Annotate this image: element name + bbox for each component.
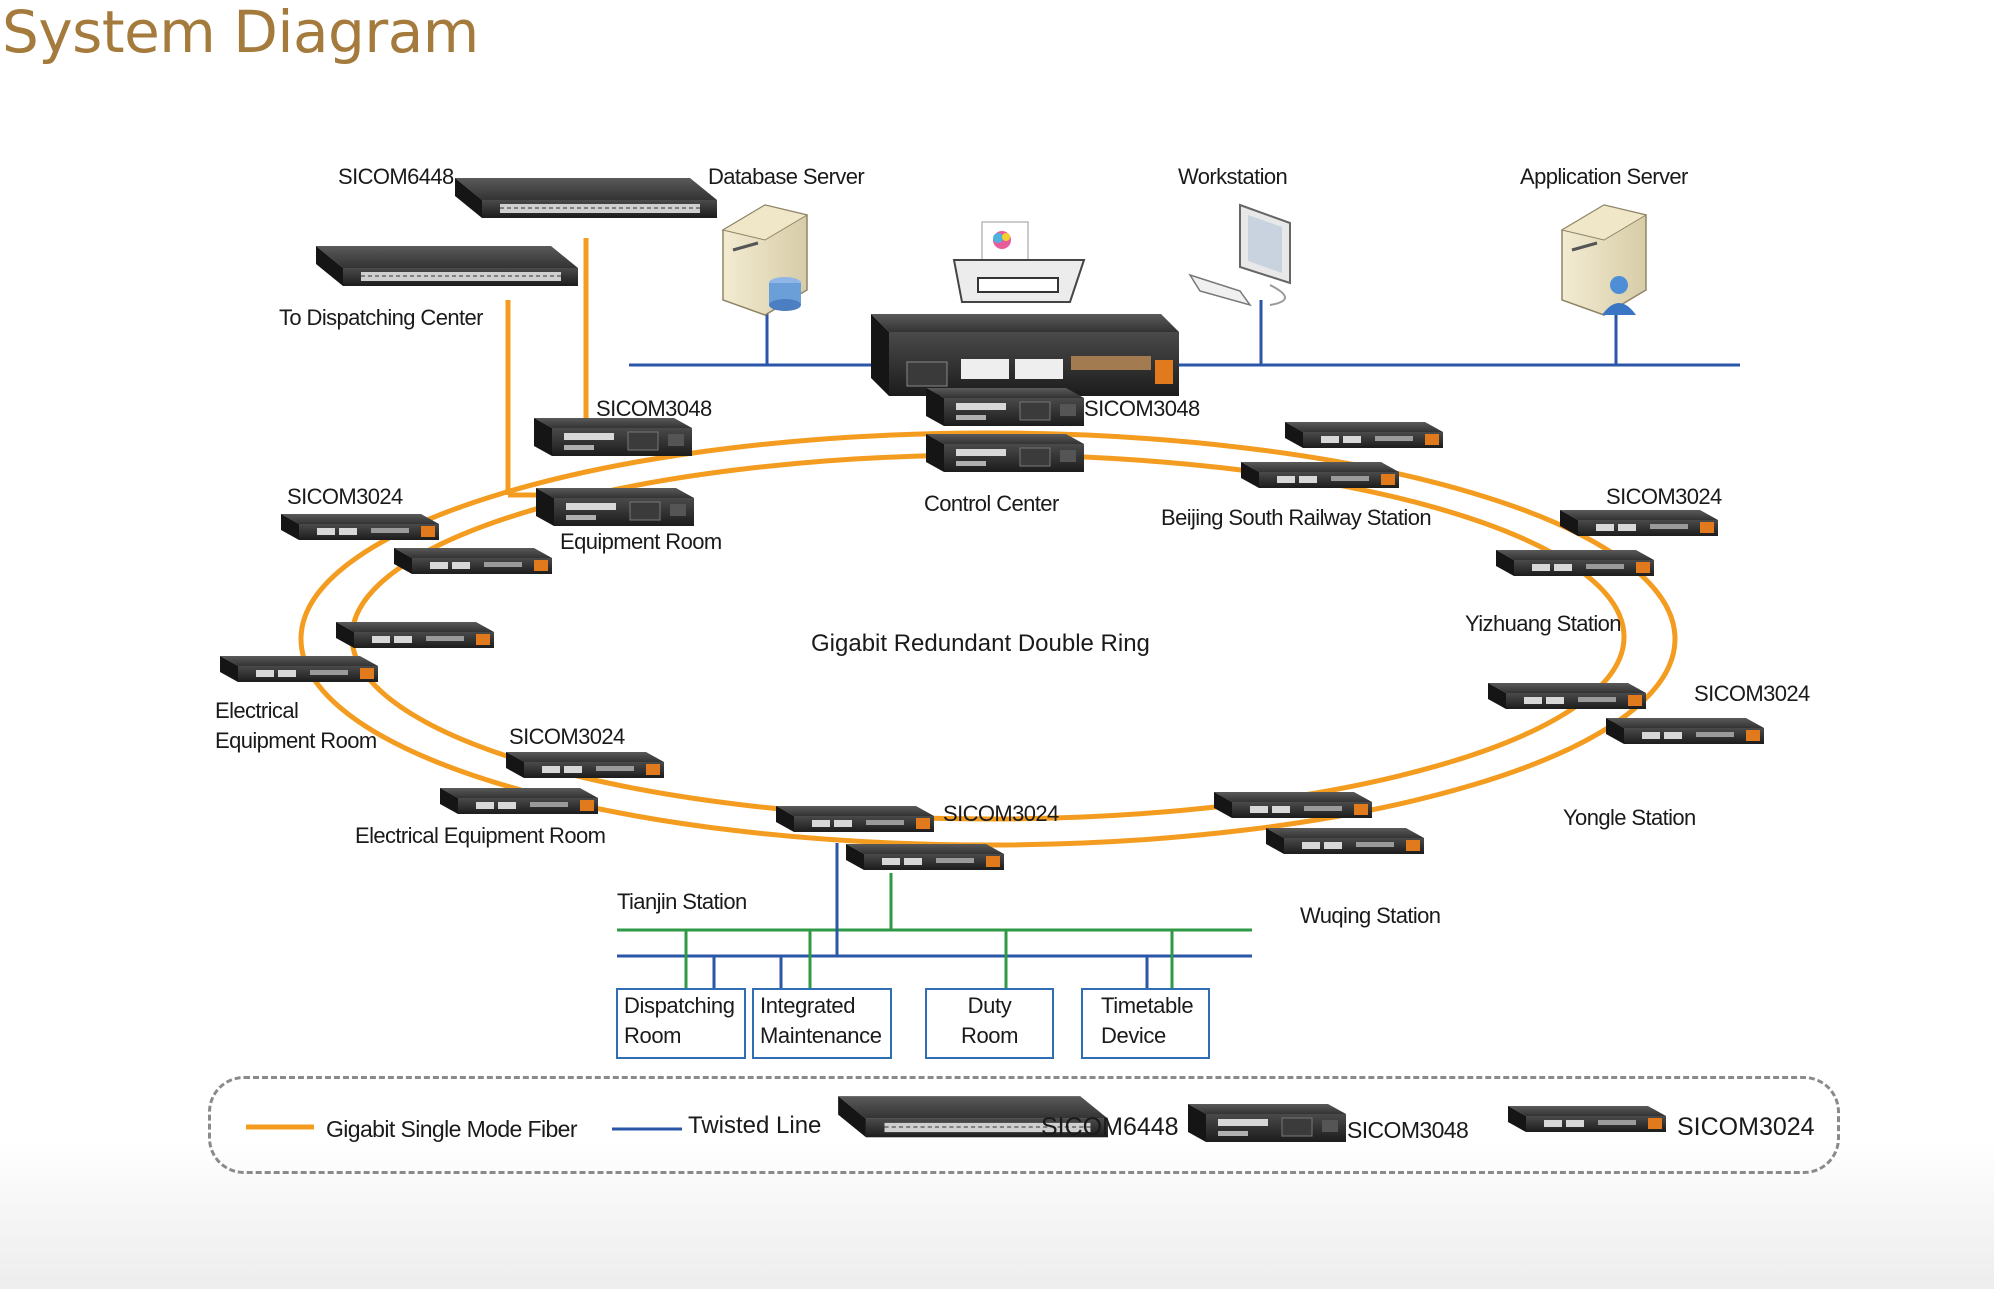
label-wuqing-station: Wuqing Station: [1300, 903, 1441, 928]
sicom3024-yongle-2: [1606, 718, 1764, 744]
printer-icon: [952, 221, 1086, 303]
sicom3024-electrical-equipment-1: [336, 622, 494, 648]
label-sicom3024-right-mid: SICOM3024: [1694, 681, 1810, 706]
sicom3048-equipment-room-2: [535, 487, 695, 527]
dispatching-room-box: Dispatching Room: [616, 988, 746, 1059]
duty-room-box: Duty Room: [925, 988, 1054, 1059]
sicom3024-yizhuang-1: [1560, 510, 1718, 536]
integrated-maintenance-line1: Integrated: [760, 993, 856, 1018]
label-beijing-south: Beijing South Railway Station: [1161, 505, 1432, 530]
sicom3024-wuqing-2: [1266, 828, 1424, 854]
control-center-lan: [629, 300, 1740, 405]
label-sicom3024-left: SICOM3024: [287, 484, 403, 509]
sicom6448-switch-1: [454, 177, 718, 219]
label-control-center: Control Center: [924, 491, 1059, 516]
sicom6448-switch-2: [315, 245, 579, 287]
label-sicom6448: SICOM6448: [338, 164, 454, 189]
legend-sicom3048-label: SICOM3048: [1347, 1117, 1469, 1143]
sicom3048-control-center-2: [925, 433, 1085, 473]
page-title: System Diagram: [2, 0, 479, 66]
dispatching-room-line2: Room: [624, 1023, 682, 1048]
sicom3024-left-2: [394, 548, 552, 574]
label-application-server: Application Server: [1520, 164, 1688, 189]
sicom3048-control-center-1: [925, 387, 1085, 427]
legend-fiber-label: Gigabit Single Mode Fiber: [326, 1116, 578, 1142]
sicom3024-wuqing-1: [1214, 792, 1372, 818]
dispatching-room-line1: Dispatching: [624, 993, 735, 1018]
integrated-maintenance-box: Integrated Maintenance: [752, 988, 892, 1059]
sicom3024-beijing-south-2: [1241, 462, 1399, 488]
sicom3024-beijing-south-1: [1285, 422, 1443, 448]
application-server-icon: [1560, 204, 1648, 316]
label-workstation: Workstation: [1178, 164, 1288, 189]
label-database-server: Database Server: [708, 164, 865, 189]
integrated-maintenance-line2: Maintenance: [760, 1023, 882, 1048]
timetable-device-line1: Timetable: [1101, 993, 1194, 1018]
sicom3024-electrical-equipment-2: [220, 656, 378, 682]
legend-twisted-label: Twisted Line: [688, 1112, 822, 1139]
label-tianjin-station: Tianjin Station: [617, 889, 747, 914]
core-switch-icon: [871, 314, 1179, 396]
station-bus: [617, 843, 1252, 990]
label-ring-title: Gigabit Redundant Double Ring: [811, 630, 1150, 657]
label-sicom3024-right-top: SICOM3024: [1606, 484, 1722, 509]
workstation-icon: [1188, 203, 1291, 307]
label-yizhuang-station: Yizhuang Station: [1465, 611, 1622, 636]
database-server-icon: [721, 204, 809, 316]
duty-room-line1: Duty: [967, 993, 1012, 1018]
duty-room-line2: Room: [960, 1023, 1019, 1048]
label-to-dispatching-center: To Dispatching Center: [279, 305, 483, 330]
label-sicom3024-bottom: SICOM3024: [943, 801, 1059, 826]
label-electrical-equipment-room-2: Electrical Equipment Room: [355, 823, 606, 848]
label-sicom3024-lower-left: SICOM3024: [509, 724, 625, 749]
timetable-device-box: Timetable Device: [1081, 988, 1210, 1059]
sicom3024-tianjin-2: [846, 844, 1004, 870]
background-fade: [0, 1140, 1994, 1289]
label-electrical-equipment-room-1: Electrical Equipment Room: [215, 698, 377, 753]
sicom3024-electrical-room-1: [506, 752, 664, 778]
sicom3024-tianjin-1: [776, 806, 934, 832]
sicom3024-yongle-1: [1488, 683, 1646, 709]
label-sicom3048-center: SICOM3048: [1084, 396, 1200, 421]
sicom3024-left-1: [281, 514, 439, 540]
label-equipment-room: Equipment Room: [560, 529, 722, 554]
label-yongle-station: Yongle Station: [1563, 805, 1696, 830]
legend: [208, 1076, 1840, 1174]
legend-sicom3024-label: SICOM3024: [1677, 1113, 1815, 1141]
sicom3024-yizhuang-2: [1496, 550, 1654, 576]
label-sicom3048-left: SICOM3048: [596, 396, 712, 421]
legend-sicom6448-label: SICOM6448: [1041, 1113, 1179, 1141]
sicom3024-electrical-room-2: [440, 788, 598, 814]
timetable-device-line2: Device: [1101, 1023, 1166, 1048]
